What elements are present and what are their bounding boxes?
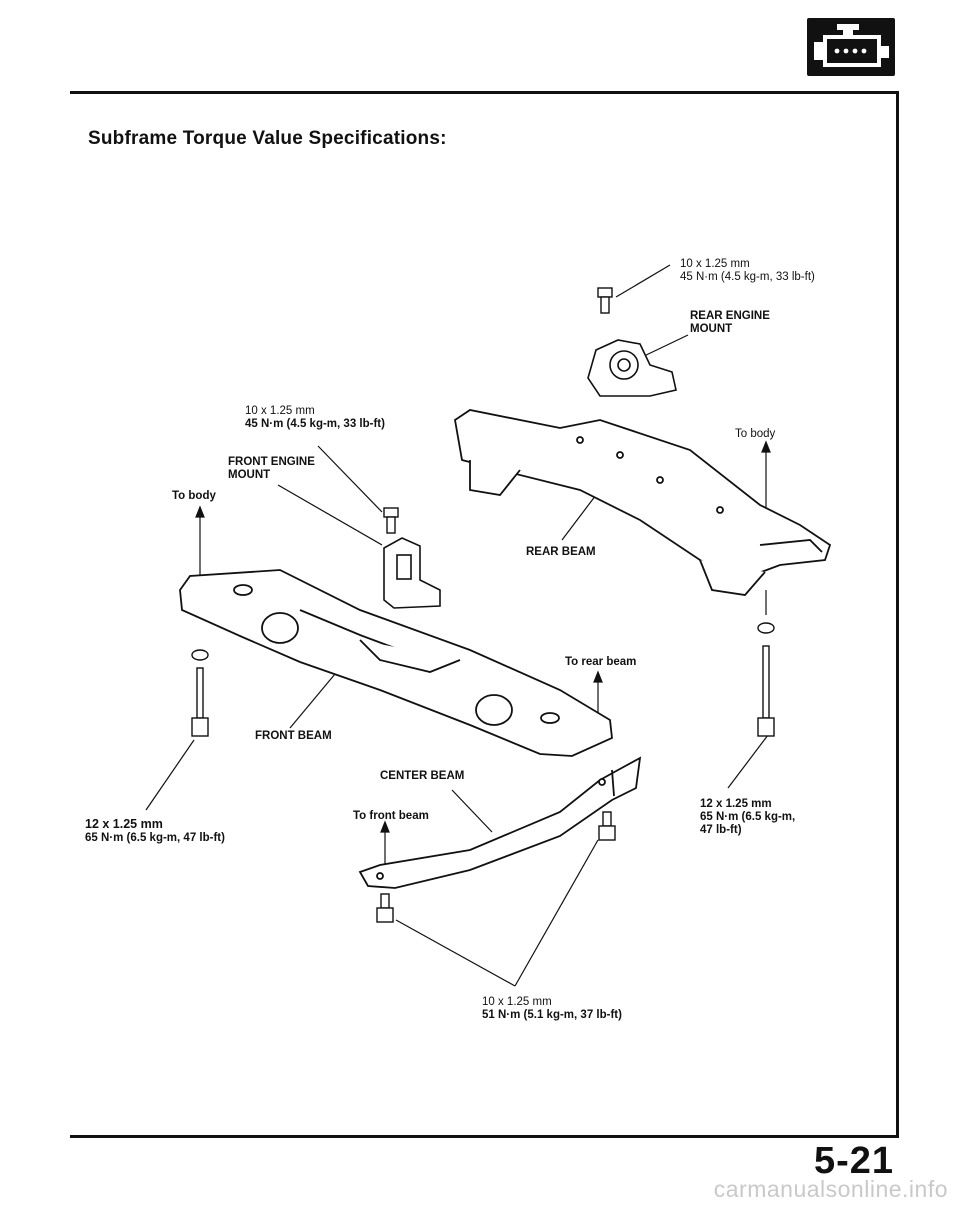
right-bottom-bolt [757, 622, 775, 737]
to-front-beam-label: To front beam [353, 810, 429, 822]
front-beam-label: FRONT BEAM [255, 730, 332, 742]
front-mount-bolt [383, 507, 399, 534]
rear-bolt-torque-label: 45 N·m (4.5 kg-m, 33 lb-ft) [680, 271, 815, 283]
center-bolt-size-label: 10 x 1.25 mm [482, 996, 552, 1008]
rear-beam-label: REAR BEAM [526, 546, 596, 558]
rear-beam [454, 409, 832, 596]
left-bottom-bolt-torque-label: 65 N·m (6.5 kg-m, 47 lb-ft) [85, 832, 225, 844]
bottom-rule [70, 1135, 899, 1138]
rear-engine-mount-label-line1: REAR ENGINE [690, 310, 770, 322]
page-number: 5-21 [814, 1140, 895, 1182]
center-bolt-torque-label: 51 N·m (5.1 kg-m, 37 lb-ft) [482, 1009, 622, 1021]
left-bottom-bolt [191, 649, 209, 737]
to-body-right-label: To body [735, 428, 776, 440]
page-heading: Subframe Torque Value Specifications: [88, 128, 447, 149]
right-rule [896, 91, 899, 1137]
front-engine-mount-label-line1: FRONT ENGINE [228, 456, 315, 468]
front-beam [179, 569, 613, 757]
right-bottom-bolt-size-label: 12 x 1.25 mm [700, 798, 772, 810]
center-beam [358, 756, 642, 889]
engine-section-icon [807, 18, 895, 76]
to-rear-beam-label: To rear beam [565, 656, 637, 668]
left-bottom-bolt-size-label: 12 x 1.25 mm [85, 817, 163, 831]
front-bolt-torque-label: 45 N·m (4.5 kg-m, 33 lb-ft) [245, 418, 385, 430]
rear-mount-bolt [597, 287, 613, 314]
right-bottom-bolt-torque-line2: 47 lb-ft) [700, 824, 742, 836]
rear-bolt-size-label: 10 x 1.25 mm [680, 258, 750, 270]
rear-engine-mount-label-line2: MOUNT [690, 323, 733, 335]
front-bolt-size-label: 10 x 1.25 mm [245, 405, 315, 417]
right-bottom-bolt-torque-line1: 65 N·m (6.5 kg-m, [700, 811, 796, 823]
center-beam-label: CENTER BEAM [380, 770, 465, 782]
front-engine-mount-label-line2: MOUNT [228, 469, 271, 481]
to-body-left-label: To body [172, 490, 216, 502]
center-beam-bolts [376, 811, 616, 923]
footer-watermark-url: carmanualsonline.info [713, 1176, 948, 1202]
top-rule [70, 91, 898, 94]
rear-engine-mount [587, 339, 677, 397]
front-engine-mount [383, 537, 441, 609]
